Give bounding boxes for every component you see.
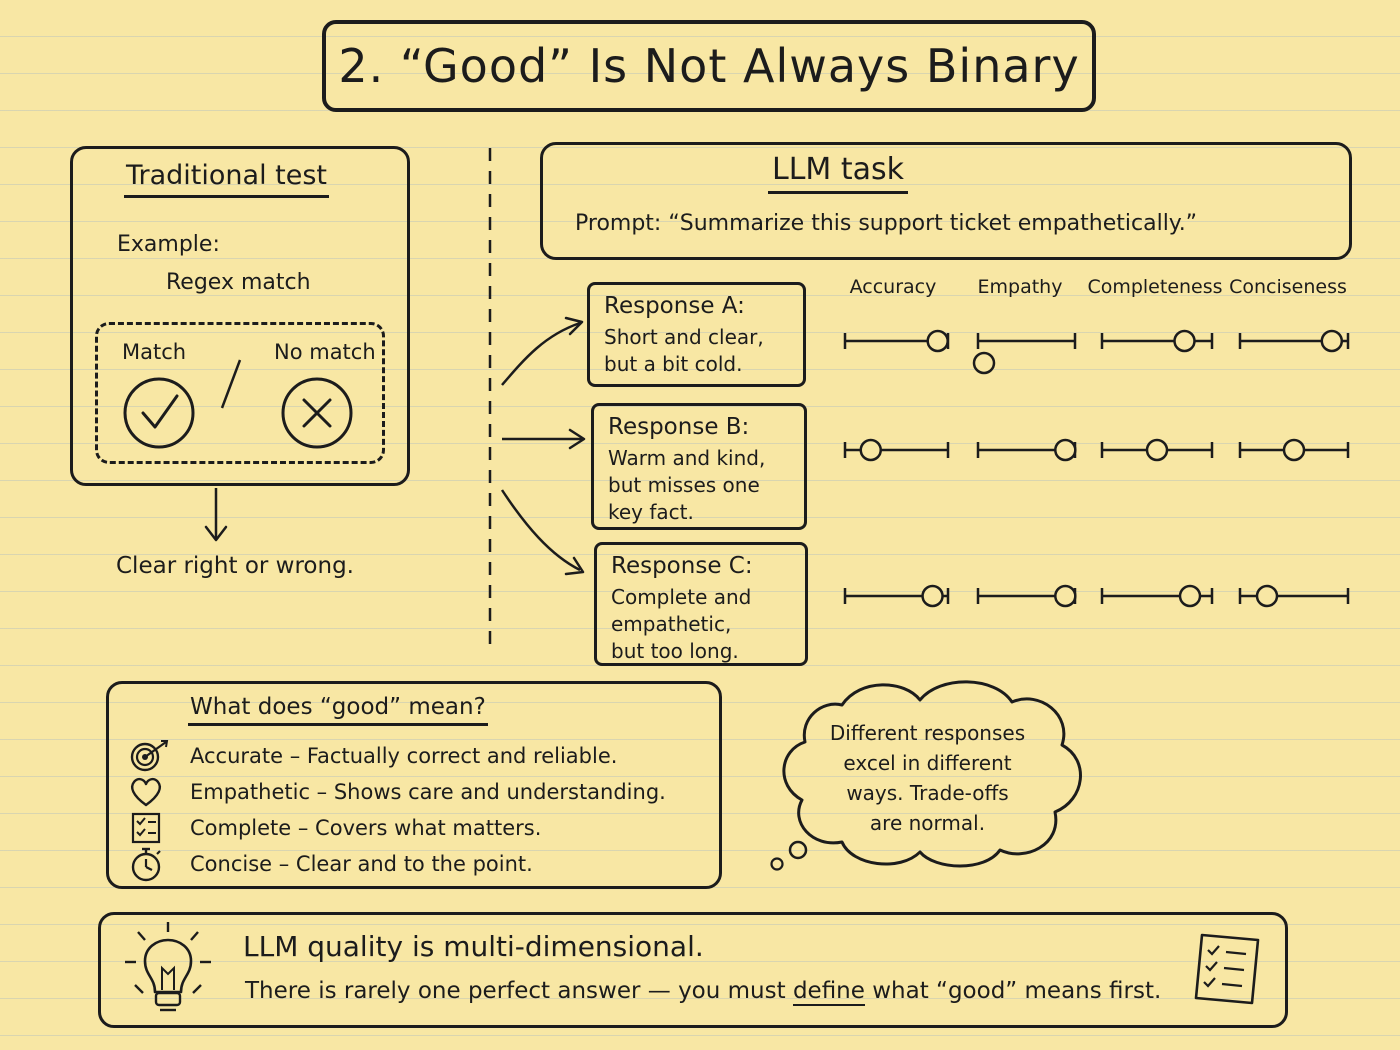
good-item-text: Empathetic – Shows care and understandin…: [190, 780, 666, 804]
thought-line: are normal.: [869, 811, 986, 835]
response-b-line: Warm and kind,: [608, 446, 766, 470]
bottom-line-2-emphasis: define: [792, 978, 865, 1006]
score-sliders: [843, 329, 1350, 608]
slider-response-a-conciseness: [1238, 329, 1350, 353]
slider-score-marker: [1173, 329, 1196, 353]
slider-score-marker: [926, 329, 949, 353]
response-b-card: Response B: Warm and kind, but misses on…: [591, 403, 807, 530]
slider-response-a-completeness: [1100, 329, 1214, 353]
llm-task-heading: LLM task: [768, 152, 908, 194]
slider-score-marker: [859, 438, 882, 462]
slider-response-b-accuracy: [843, 438, 950, 462]
thought-cloud: [770, 680, 1082, 871]
slider-response-b-empathy: [976, 438, 1077, 462]
bottom-line-2-pre: There is rarely one perfect answer — you…: [245, 978, 793, 1004]
traditional-test-panel: [70, 146, 410, 486]
slider-score-marker: [1320, 329, 1344, 353]
arrow-to-response-a: [501, 316, 584, 386]
thought-line: excel in different: [843, 751, 1012, 775]
thought-bubble-text: Different responses excel in different w…: [800, 718, 1055, 838]
clipboard-checklist-icon: [1194, 933, 1260, 1005]
response-b-line: key fact.: [608, 500, 694, 524]
slider-score-marker: [1145, 438, 1169, 462]
good-item-text: Complete – Covers what matters.: [190, 816, 542, 840]
slider-response-b-conciseness: [1238, 438, 1350, 462]
slider-score-marker: [1054, 438, 1077, 462]
thought-line: Different responses: [829, 721, 1026, 745]
response-a-line: Short and clear,: [604, 325, 764, 349]
no-match-label: No match: [274, 340, 376, 364]
match-divider-slash: [220, 359, 242, 409]
slider-response-b-completeness: [1100, 438, 1214, 462]
example-label: Example:: [117, 232, 220, 257]
criterion-accuracy: Accuracy: [849, 276, 937, 298]
target-icon: [128, 738, 170, 774]
lightbulb-icon: [125, 922, 211, 1012]
thought-line: ways. Trade-offs: [846, 781, 1009, 805]
traditional-test-heading: Traditional test: [124, 160, 330, 198]
slider-score-marker: [1282, 438, 1306, 462]
slider-score-marker: [1178, 584, 1202, 608]
criterion-empathy: Empathy: [977, 276, 1063, 298]
good-meaning-list: Accurate – Factually correct and reliabl…: [128, 738, 708, 882]
response-c-title: Response C:: [611, 553, 753, 579]
criterion-conciseness: Conciseness: [1229, 276, 1347, 298]
llm-task-prompt: Prompt: “Summarize this support ticket e…: [575, 211, 1198, 236]
good-item-text: Accurate – Factually correct and reliabl…: [190, 744, 618, 768]
slider-response-c-empathy: [976, 584, 1077, 608]
slider-score-marker: [1054, 584, 1077, 608]
bottom-summary-panel: [98, 912, 1288, 1028]
slider-score-marker: [1255, 584, 1279, 608]
cross-circle-icon: [281, 377, 353, 449]
slider-response-c-completeness: [1100, 584, 1214, 608]
bottom-line-1: LLM quality is multi-dimensional.: [243, 930, 704, 963]
good-item-complete: Complete – Covers what matters.: [128, 810, 708, 846]
response-c-card: Response C: Complete and empathetic, but…: [594, 542, 808, 666]
bottom-line-2-post: what “good” means first.: [864, 978, 1162, 1004]
heart-icon: [128, 774, 170, 810]
good-item-empathetic: Empathetic – Shows care and understandin…: [128, 774, 708, 810]
checklist-icon: [128, 810, 170, 846]
criterion-completeness: Completeness: [1087, 276, 1223, 298]
good-item-accurate: Accurate – Factually correct and reliabl…: [128, 738, 708, 774]
arrow-to-response-c: [500, 489, 585, 576]
match-outcomes-box: [95, 322, 385, 464]
good-item-text: Concise – Clear and to the point.: [190, 852, 533, 876]
slider-response-c-conciseness: [1238, 584, 1350, 608]
response-c-line: empathetic,: [611, 612, 732, 636]
down-arrow-icon: [204, 488, 228, 542]
response-a-line: but a bit cold.: [604, 352, 743, 376]
response-b-title: Response B:: [608, 414, 750, 440]
good-item-concise: Concise – Clear and to the point.: [128, 846, 708, 882]
page-title: 2. “Good” Is Not Always Binary: [322, 20, 1096, 112]
response-a-card: Response A: Short and clear, but a bit c…: [587, 282, 806, 387]
slider-response-a-empathy: [972, 333, 1077, 375]
response-c-line: but too long.: [611, 639, 739, 663]
stopwatch-icon: [128, 846, 170, 882]
slider-response-a-accuracy: [843, 329, 950, 353]
response-b-line: but misses one: [608, 473, 760, 497]
page-title-text: 2. “Good” Is Not Always Binary: [338, 39, 1080, 93]
match-label: Match: [122, 340, 187, 364]
llm-task-panel: [540, 142, 1352, 260]
check-circle-icon: [123, 377, 195, 449]
slider-score-marker: [972, 351, 996, 375]
example-value: Regex match: [166, 270, 311, 295]
arrow-to-response-b: [502, 428, 586, 450]
slider-response-c-accuracy: [843, 584, 950, 608]
response-a-title: Response A:: [604, 293, 745, 319]
slider-score-marker: [921, 584, 944, 608]
good-meaning-panel: [106, 681, 722, 889]
traditional-conclusion: Clear right or wrong.: [116, 553, 354, 579]
good-meaning-heading: What does “good” mean?: [188, 694, 488, 726]
response-c-line: Complete and: [611, 585, 752, 609]
bottom-line-2: There is rarely one perfect answer — you…: [245, 978, 1162, 1006]
